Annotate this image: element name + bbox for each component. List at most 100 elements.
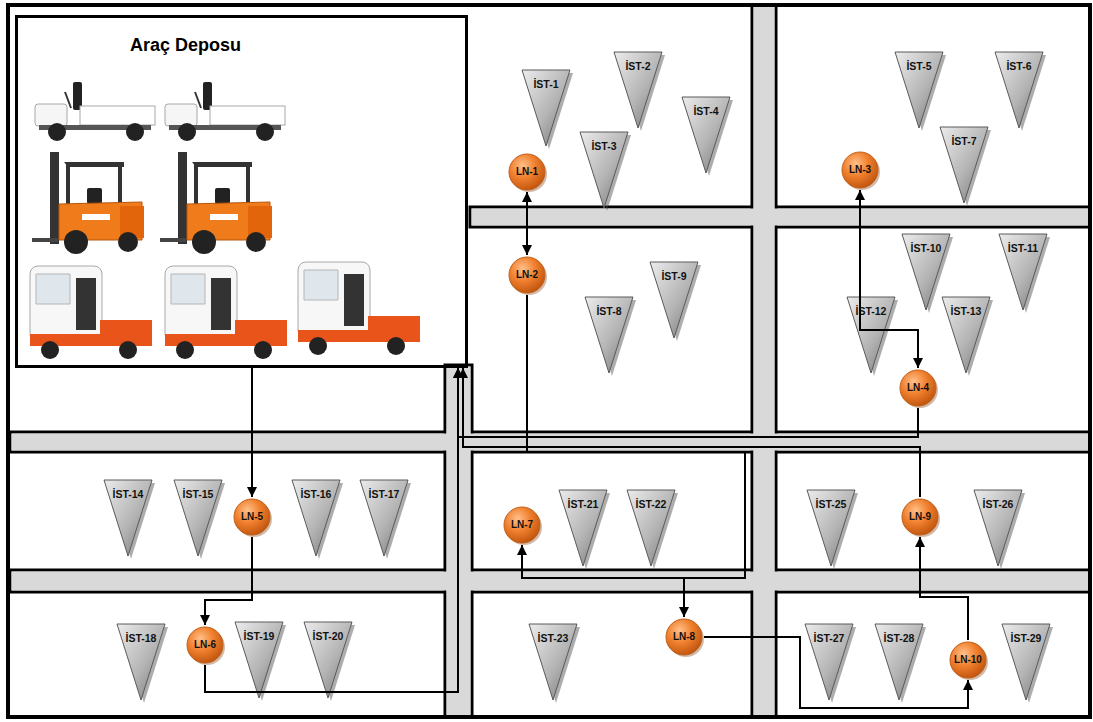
station-triangle: İST-26: [972, 488, 1024, 568]
station-triangle: İST-11: [997, 232, 1049, 312]
station-triangle: İST-28: [873, 622, 925, 702]
route-arrow: [860, 190, 918, 368]
line-node-label: LN-4: [898, 368, 938, 408]
station-triangle: İST-25: [805, 488, 857, 568]
line-node-circle: LN-10: [948, 640, 988, 680]
route-arrow: [522, 295, 745, 578]
line-node-circle: LN-9: [900, 497, 940, 537]
station-triangle: İST-3: [578, 130, 630, 210]
depot-title: Araç Deposu: [130, 35, 241, 56]
station-triangle: İST-22: [625, 488, 677, 568]
line-node-circle: LN-5: [232, 497, 272, 537]
station-triangle: İST-9: [648, 260, 700, 340]
station-label: İST-4: [680, 105, 732, 117]
station-triangle: İST-14: [102, 478, 154, 558]
station-triangle: İST-13: [940, 295, 992, 375]
line-node-label: LN-10: [948, 640, 988, 680]
station-triangle: İST-6: [993, 50, 1045, 130]
corridor-fill: [447, 367, 471, 716]
station-label: İST-26: [972, 498, 1024, 510]
station-triangle: İST-23: [527, 622, 579, 702]
station-triangle: İST-27: [803, 622, 855, 702]
station-label: İST-20: [302, 630, 354, 642]
station-label: İST-2: [612, 60, 664, 72]
tow-tractor: [165, 266, 287, 359]
line-node-circle: LN-1: [507, 152, 547, 192]
corridor: [10, 432, 1090, 452]
route-arrow: [527, 295, 745, 617]
forklift: [160, 152, 272, 254]
line-node-label: LN-3: [840, 150, 880, 190]
route-arrow: [463, 368, 920, 497]
corridor: [445, 365, 472, 717]
line-node-label: LN-1: [507, 152, 547, 192]
station-label: İST-28: [873, 632, 925, 644]
station-triangle: İST-29: [1000, 622, 1052, 702]
corridor-fill: [12, 434, 1089, 451]
station-label: İST-3: [578, 140, 630, 152]
station-label: İST-17: [358, 488, 410, 500]
station-label: İST-8: [583, 305, 635, 317]
station-label: İST-29: [1000, 632, 1052, 644]
route-arrow: [526, 192, 528, 255]
station-label: İST-18: [115, 632, 167, 644]
corridor: [752, 5, 776, 717]
tow-tractor: [30, 266, 152, 359]
line-node-label: LN-9: [900, 497, 940, 537]
corridor-fill: [472, 209, 1089, 226]
station-label: İST-6: [993, 60, 1045, 72]
line-node-circle: LN-3: [840, 150, 880, 190]
line-node-circle: LN-6: [185, 625, 225, 665]
station-triangle: İST-7: [938, 125, 990, 205]
depot-box: Araç Deposu: [15, 15, 468, 368]
station-triangle: İST-17: [358, 478, 410, 558]
station-label: İST-25: [805, 498, 857, 510]
line-node-label: LN-6: [185, 625, 225, 665]
station-triangle: İST-8: [583, 295, 635, 375]
station-label: İST-16: [290, 488, 342, 500]
station-label: İST-15: [172, 488, 224, 500]
station-triangle: İST-16: [290, 478, 342, 558]
station-label: İST-10: [900, 242, 952, 254]
station-label: İST-19: [233, 630, 285, 642]
station-triangle: İST-21: [557, 488, 609, 568]
station-label: İST-22: [625, 498, 677, 510]
corridor: [10, 570, 1090, 592]
route-arrow: [920, 537, 968, 640]
station-triangle: İST-5: [893, 50, 945, 130]
route-arrow: [205, 368, 458, 692]
station-triangle: İST-18: [115, 622, 167, 702]
station-label: İST-14: [102, 488, 154, 500]
station-label: İST-5: [893, 60, 945, 72]
station-triangle: İST-20: [302, 620, 354, 700]
route-arrow: [251, 368, 253, 497]
station-triangle: İST-4: [680, 95, 732, 175]
line-node-label: LN-2: [507, 255, 547, 295]
station-label: İST-9: [648, 270, 700, 282]
utility-cart: [165, 82, 285, 141]
station-label: İST-1: [520, 78, 572, 90]
route-arrow: [704, 637, 968, 708]
tow-tractor: [298, 262, 420, 355]
forklift: [32, 152, 144, 254]
line-node-label: LN-7: [502, 505, 542, 545]
station-triangle: İST-12: [845, 295, 897, 375]
line-node-circle: LN-2: [507, 255, 547, 295]
station-label: İST-23: [527, 632, 579, 644]
station-label: İST-21: [557, 498, 609, 510]
outer-wall: [8, 5, 1090, 717]
corridor: [470, 207, 1090, 227]
line-node-circle: LN-8: [664, 617, 704, 657]
station-label: İST-11: [997, 242, 1049, 254]
line-node-label: LN-8: [664, 617, 704, 657]
route-arrow: [458, 368, 918, 437]
line-node-label: LN-5: [232, 497, 272, 537]
station-label: İST-7: [938, 135, 990, 147]
station-triangle: İST-2: [612, 50, 664, 130]
station-label: İST-13: [940, 305, 992, 317]
route-arrow: [205, 537, 252, 625]
